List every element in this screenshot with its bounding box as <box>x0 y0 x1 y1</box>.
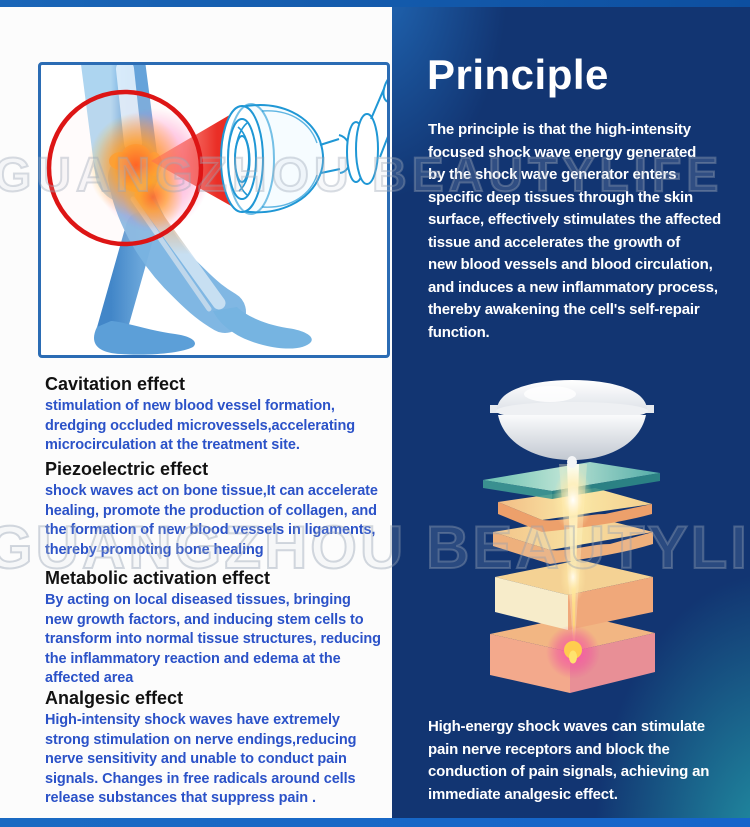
section-body: By acting on local diseased tissues, bri… <box>45 592 381 686</box>
energy-beam <box>546 464 600 679</box>
section-analgesic: Analgesic effect High-intensity shock wa… <box>45 688 387 809</box>
tissue-layers-illustration <box>483 380 660 693</box>
applicator-dome <box>490 380 654 468</box>
section-body: High-intensity shock waves have extremel… <box>45 712 357 806</box>
section-metabolic: Metabolic activation effect By acting on… <box>45 568 387 689</box>
focus-circle <box>46 89 204 247</box>
bottom-accent-bar <box>0 818 750 827</box>
section-heading: Metabolic activation effect <box>45 568 271 588</box>
section-piezoelectric: Piezoelectric effect shock waves act on … <box>45 459 387 560</box>
top-accent-bar <box>0 0 750 7</box>
section-heading: Analgesic effect <box>45 688 184 708</box>
shockwave-device <box>220 70 387 215</box>
knee-shockwave-illustration <box>46 65 387 355</box>
principle-panel: Principle The principle is that the high… <box>392 7 750 818</box>
shockwave-beam <box>151 113 233 207</box>
principle-paragraph: The principle is that the high-intensity… <box>428 121 721 341</box>
inflammation-glow-lower <box>123 165 183 229</box>
section-body: shock waves act on bone tissue,It can ac… <box>45 483 378 558</box>
panel-title: Principle <box>427 51 609 98</box>
analgesic-paragraph: High-energy shock waves can stimulate pa… <box>428 718 710 803</box>
section-heading: Cavitation effect <box>45 374 186 394</box>
section-heading: Piezoelectric effect <box>45 459 209 479</box>
left-column: Cavitation effect stimulation of new blo… <box>0 7 392 818</box>
knee-treatment-image-box <box>38 62 390 358</box>
section-body: stimulation of new blood vessel formatio… <box>45 398 355 453</box>
section-cavitation: Cavitation effect stimulation of new blo… <box>45 374 387 456</box>
